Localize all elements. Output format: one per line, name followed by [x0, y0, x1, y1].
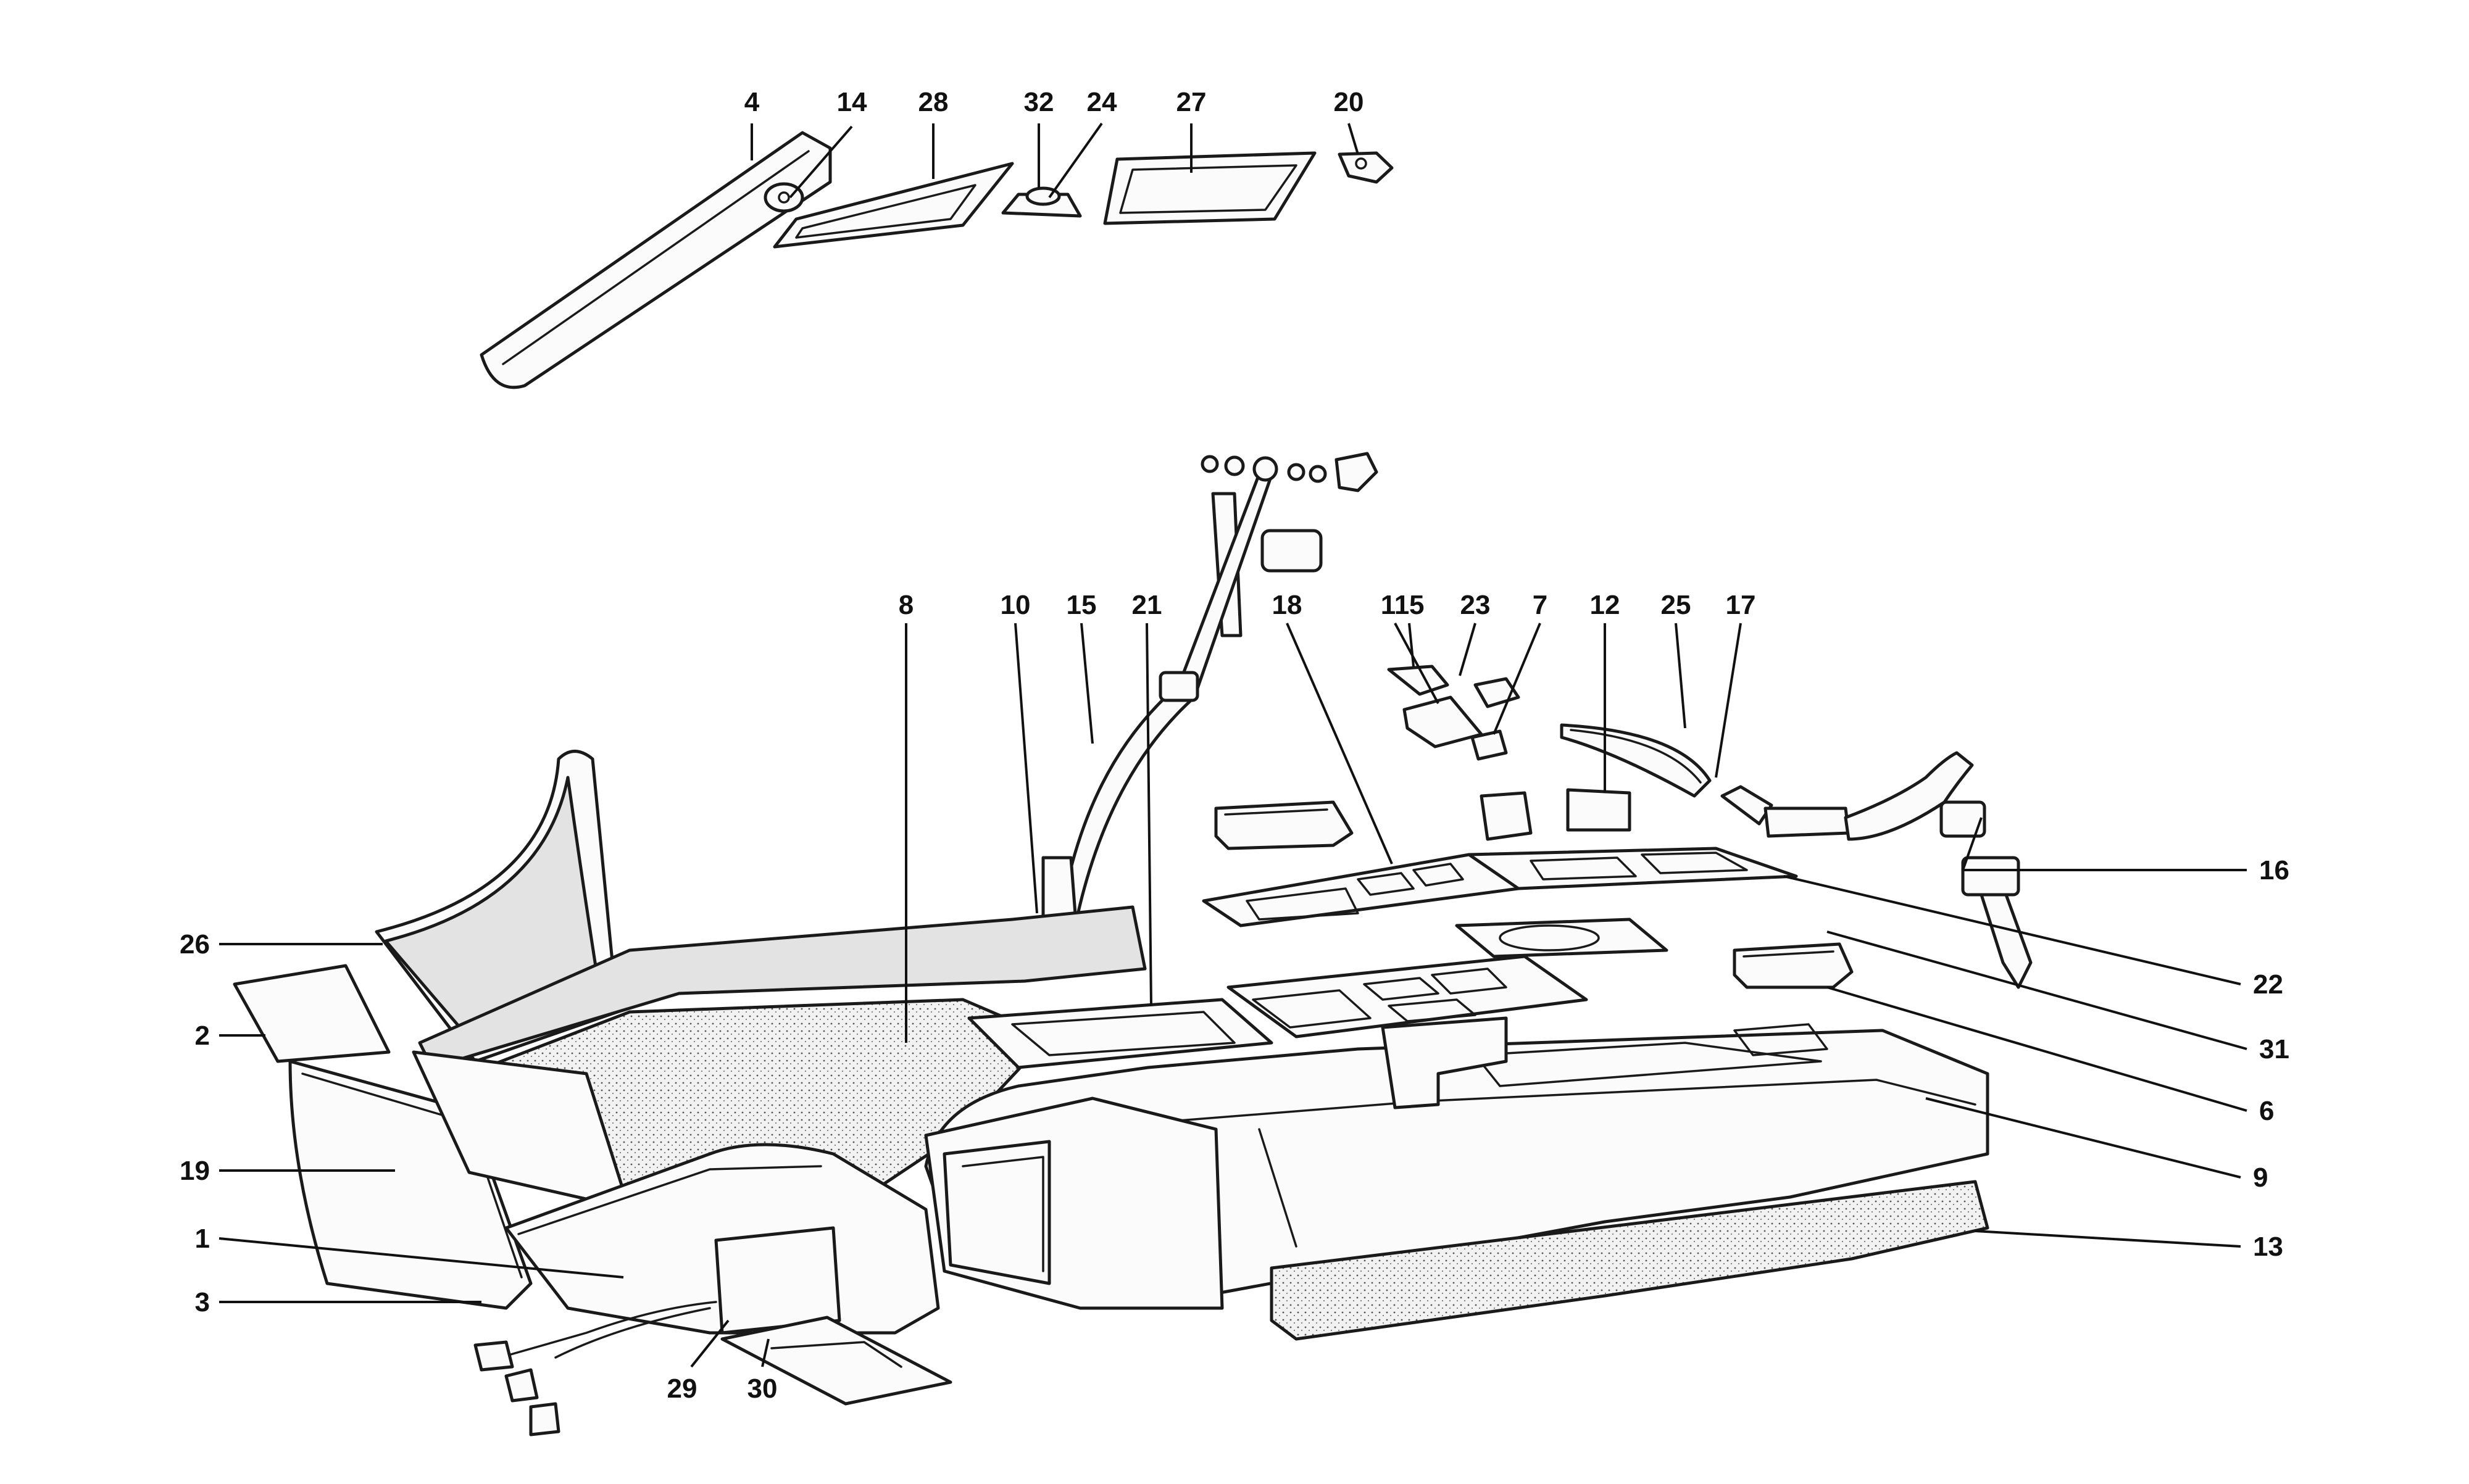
leader-lines — [219, 122, 2247, 1368]
callout-20: 20 — [1334, 87, 1364, 117]
ashtray-left — [1214, 800, 1354, 850]
callout-18: 18 — [1272, 590, 1302, 620]
small-carpet-plate — [233, 964, 391, 1063]
callout-10: 10 — [1001, 590, 1031, 620]
callout-5: 5 — [1409, 590, 1424, 620]
sun-visor-left — [773, 162, 1014, 249]
hinge-plate — [1566, 788, 1631, 832]
callout-2: 2 — [195, 1021, 210, 1051]
seat-belt-buckle-left — [1480, 791, 1533, 841]
callout-4: 4 — [744, 87, 760, 117]
heel-plate — [720, 1316, 952, 1406]
callout-29: 29 — [667, 1374, 697, 1404]
callout-25: 25 — [1661, 590, 1691, 620]
rear-seat-belt — [1720, 751, 2033, 989]
callout-23: 23 — [1460, 590, 1491, 620]
callout-1: 1 — [195, 1224, 210, 1254]
callout-12: 12 — [1590, 590, 1620, 620]
callout-7: 7 — [1533, 590, 1547, 620]
callout-17: 17 — [1726, 590, 1756, 620]
ashtray-right — [1733, 942, 1854, 989]
switch-panel-rear — [1202, 853, 1520, 927]
small-bracket-assembly — [1387, 665, 1520, 761]
callout-28: 28 — [918, 87, 949, 117]
callout-14: 14 — [837, 87, 867, 117]
footwell-cover — [714, 1226, 841, 1335]
switch-panel-right — [1467, 847, 1798, 890]
sun-visor-right — [1103, 151, 1317, 225]
callout-24: 24 — [1087, 87, 1117, 117]
callout-21: 21 — [1132, 590, 1162, 620]
sill-carpet — [418, 905, 1147, 1069]
console-tunnel-front — [924, 1096, 1224, 1310]
callout-8: 8 — [899, 590, 914, 620]
switch-panel-front — [1226, 955, 1588, 1038]
callout-16: 16 — [2259, 855, 2289, 885]
sun-visor-hinge-right — [1338, 151, 1394, 184]
ashtray-cover — [1560, 723, 1712, 798]
callout-labels: 4 14 28 32 24 27 20 8 10 15 21 18 11 5 2… — [180, 87, 2289, 1404]
callout-15: 15 — [1067, 590, 1097, 620]
sill-carpet-long — [1270, 1180, 1989, 1341]
callout-26: 26 — [180, 929, 210, 960]
callout-6: 6 — [2259, 1096, 2274, 1126]
rear-bulkhead-carpet — [375, 750, 619, 1063]
sun-visor-mount — [1001, 186, 1082, 218]
upper-console-trim — [967, 998, 1273, 1069]
callout-3: 3 — [195, 1287, 210, 1317]
wiring-harness — [473, 1301, 717, 1436]
callout-30: 30 — [747, 1374, 778, 1404]
a-pillar-trim — [480, 131, 832, 389]
callout-13: 13 — [2253, 1232, 2283, 1262]
front-seat-belt — [1041, 452, 1378, 940]
callout-22: 22 — [2253, 969, 2283, 1000]
callout-27: 27 — [1176, 87, 1207, 117]
callout-19: 19 — [180, 1156, 210, 1186]
callout-32: 32 — [1024, 87, 1054, 117]
speaker-panel — [1455, 918, 1668, 958]
sun-visor-clip-left — [764, 182, 804, 213]
callout-11: 11 — [1381, 590, 1410, 620]
callout-9: 9 — [2253, 1163, 2268, 1193]
support-bracket — [1381, 1016, 1508, 1109]
callout-31: 31 — [2259, 1034, 2289, 1064]
